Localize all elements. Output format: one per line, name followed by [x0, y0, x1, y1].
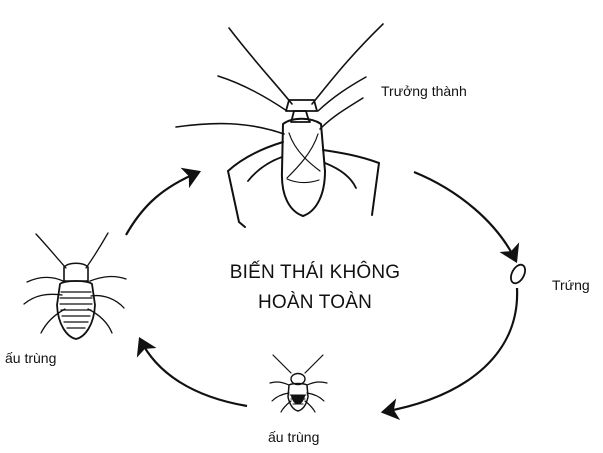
diagram-title-line-1: BIẾN THÁI KHÔNG — [200, 258, 430, 288]
bottom-nymph-label: ấu trùng — [268, 430, 319, 444]
diagram-title: BIẾN THÁI KHÔNG HOÀN TOÀN — [200, 258, 430, 318]
diagram-title-line-2: HOÀN TOÀN — [200, 288, 430, 318]
adult-label: Trưởng thành — [381, 84, 467, 98]
left-nymph-label: ấu trùng — [5, 351, 56, 365]
egg-label: Trứng — [552, 278, 590, 292]
